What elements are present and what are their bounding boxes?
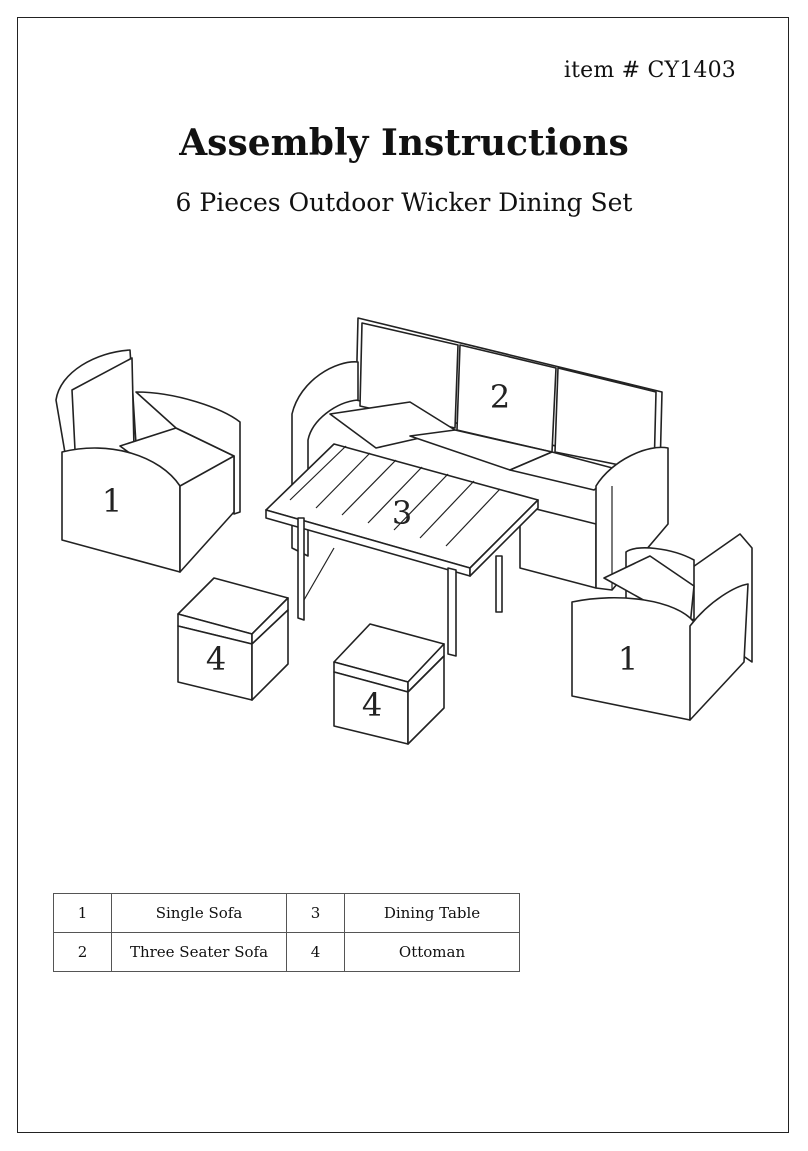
part-number: 1 [53,893,112,933]
ottoman-right-drawing [333,623,445,745]
label-ottoman-left: 4 [206,640,226,678]
parts-table: 1 Single Sofa 3 Dining Table 2 Three Sea… [53,893,520,972]
single-sofa-left-drawing [55,349,241,573]
part-number: 2 [53,932,112,972]
page-border [17,17,789,1133]
part-name: Dining Table [344,893,520,933]
label-single-sofa-right: 1 [618,640,638,678]
part-name: Single Sofa [111,893,287,933]
label-three-seater-sofa: 2 [490,378,510,416]
single-sofa-right-drawing [571,533,753,721]
page-subtitle: 6 Pieces Outdoor Wicker Dining Set [175,188,633,217]
furniture-illustration: 1 2 3 4 4 1 [55,317,753,745]
part-number: 4 [286,932,345,972]
part-number: 3 [286,893,345,933]
three-seater-sofa-drawing [291,317,669,591]
part-name: Ottoman [344,932,520,972]
label-dining-table: 3 [392,494,412,532]
table-row: 2 Three Seater Sofa 4 Ottoman [53,932,520,972]
table-row: 1 Single Sofa 3 Dining Table [53,893,520,933]
ottoman-left-drawing [177,577,289,701]
item-number: item # CY1403 [563,58,736,83]
page-title: Assembly Instructions [179,122,629,164]
part-name: Three Seater Sofa [111,932,287,972]
dining-table-drawing [265,443,539,657]
label-single-sofa-left: 1 [102,482,122,520]
label-ottoman-right: 4 [362,686,382,724]
